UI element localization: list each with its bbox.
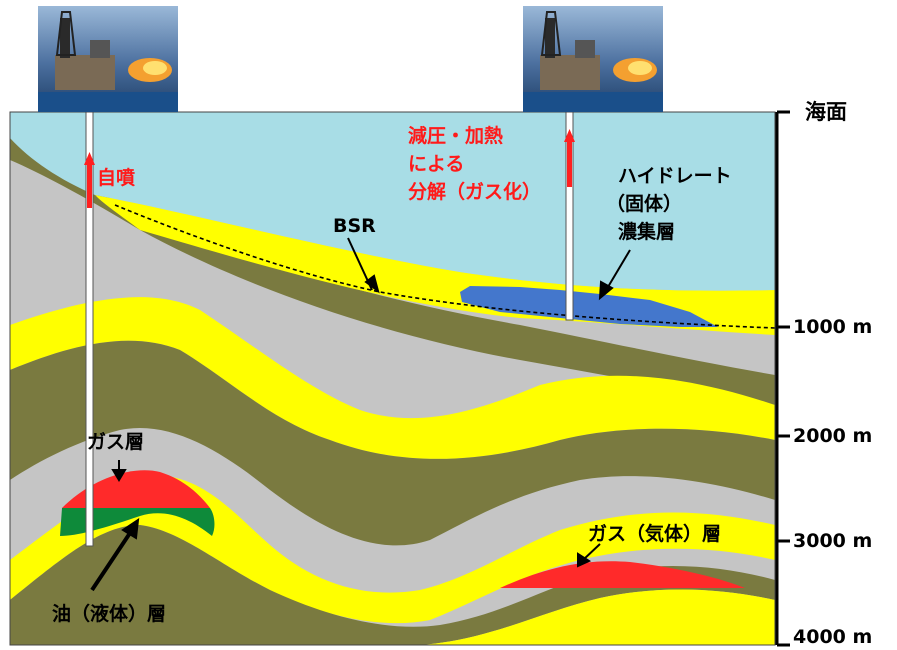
- flow-arrow-right-shaft: [567, 140, 572, 187]
- bsr-label: BSR: [333, 215, 376, 237]
- olive-band-middle: [10, 340, 775, 546]
- oil-layer-left: [60, 508, 215, 536]
- bsr-line: [114, 204, 775, 329]
- gas-layer-label: ガス層: [87, 431, 145, 453]
- yellow-band-middle: [10, 297, 775, 459]
- gas-dome-left: [62, 470, 210, 508]
- depth-tick-2000: 2000 m: [793, 425, 873, 447]
- flow-arrow-left-head: [84, 152, 95, 165]
- decomp-label-line3: 分解（ガス化）: [408, 181, 542, 203]
- sea-water: [10, 112, 775, 291]
- depth-tick-1000: 1000 m: [793, 316, 873, 338]
- depth-scale: [775, 110, 790, 647]
- pointer-arrows: [90, 237, 631, 592]
- decomp-label-line2: による: [408, 153, 465, 175]
- flow-arrow-right-head: [564, 129, 575, 142]
- depth-tick-3000: 3000 m: [793, 530, 873, 552]
- depth-tick-4000: 4000 m: [793, 626, 873, 648]
- self-flow-label: 自噴: [97, 167, 136, 189]
- hydrate-label-line3: 濃集層: [618, 221, 676, 243]
- gas-dome-right: [500, 561, 745, 588]
- drilling-rig-photo-left: [38, 6, 178, 112]
- yellow-band-bottom: [420, 589, 775, 645]
- drilling-rig-photo-right: [523, 6, 663, 112]
- oil-layer-label: 油（液体）層: [52, 603, 167, 625]
- olive-band-upper: [10, 128, 775, 405]
- hydrate-label-line2: （固体）: [606, 193, 683, 215]
- hydrate-label-line1: ハイドレート: [618, 165, 732, 187]
- decomp-label-line1: 減圧・加熱: [408, 125, 504, 147]
- well-right: [565, 112, 574, 321]
- well-left: [85, 112, 94, 547]
- flow-arrow-left-shaft: [87, 163, 92, 208]
- olive-band-lower: [10, 525, 775, 645]
- gas-gas-layer-label: ガス（気体）層: [588, 523, 722, 545]
- sea-surface-label: 海面: [805, 100, 847, 124]
- hydrate-concentration: [460, 286, 718, 327]
